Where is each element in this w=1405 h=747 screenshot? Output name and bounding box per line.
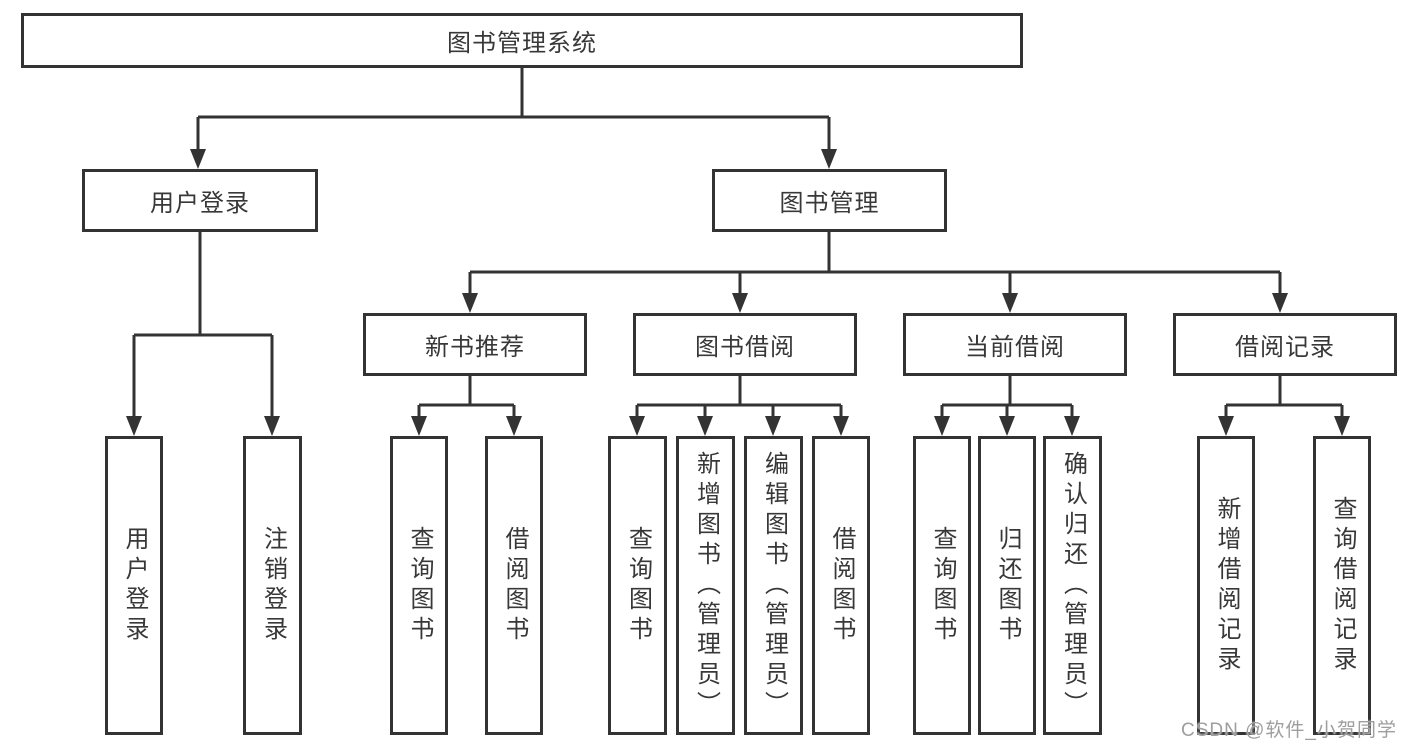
node-label: 查询图书 [406,525,433,646]
leaf-user-login: 用户登录 [105,436,163,735]
leaf-add-borrow-record: 新增借阅记录 [1197,436,1255,735]
node-book-management: 图书管理 [712,169,947,232]
node-label: 查询图书 [624,525,652,646]
node-current-borrowing: 当前借阅 [903,313,1127,376]
leaf-logout: 注销登录 [243,436,302,735]
leaf-borrow-books-recommend: 借阅图书 [485,436,543,735]
leaf-query-borrow-record: 查询借阅记录 [1313,436,1371,735]
leaf-return-book: 归还图书 [978,436,1036,735]
leaf-borrow-books-borrowing: 借阅图书 [812,436,870,735]
node-label: 借阅图书 [828,525,855,646]
node-label: 当前借阅 [965,334,1065,361]
node-label: 编辑图书（管理员） [760,450,788,721]
node-label: 借阅记录 [1235,334,1335,361]
node-label: 图书管理 [779,190,880,217]
leaf-query-books-recommend: 查询图书 [390,436,448,735]
node-label: 归还图书 [994,525,1021,646]
node-borrowing-records: 借阅记录 [1173,313,1397,376]
node-label: 图书借阅 [695,334,795,361]
leaf-add-book-admin: 新增图书（管理员） [676,436,735,735]
leaf-edit-book-admin: 编辑图书（管理员） [744,436,803,735]
node-label: 新增借阅记录 [1213,495,1240,676]
leaf-confirm-return-admin: 确认归还（管理员） [1043,436,1102,735]
node-new-book-recommendation: 新书推荐 [363,313,587,376]
node-book-borrowing: 图书借阅 [633,313,857,376]
node-label: 新书推荐 [425,334,525,361]
leaf-query-books-borrowing: 查询图书 [608,436,667,735]
node-label: 查询借阅记录 [1329,495,1356,676]
leaf-query-books-current: 查询图书 [913,436,971,735]
node-label: 借阅图书 [501,525,528,646]
node-label: 确认归还（管理员） [1059,450,1087,721]
node-label: 注销登录 [259,525,287,646]
node-root-library-management-system: 图书管理系统 [21,13,1023,68]
node-label: 用户登录 [121,525,148,646]
arrowhead-icons [126,149,1350,436]
node-label: 用户登录 [150,190,250,217]
node-user-login: 用户登录 [82,169,318,232]
csdn-watermark: CSDN @软件_小贺同学 [1181,720,1397,741]
node-label: 查询图书 [929,525,956,646]
node-label: 图书管理系统 [447,30,597,57]
node-label: 新增图书（管理员） [692,450,720,721]
